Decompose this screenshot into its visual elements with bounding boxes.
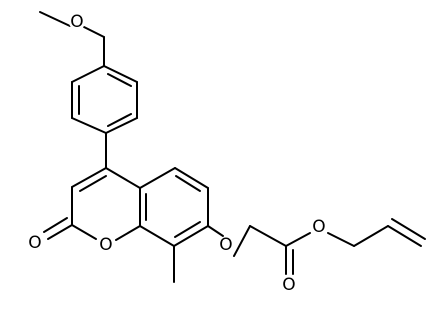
bond-c4a-c5 (139, 167, 176, 189)
bond-c2-o1 (71, 224, 97, 240)
bond-phenyl-inner-2 (107, 113, 132, 127)
atom-ester-carbonyl-o-label: O (282, 275, 295, 295)
bond-allyl-ch2-ch (353, 225, 389, 247)
bond-o-aryl (83, 26, 105, 38)
atom-carbonyl-o-label: O (28, 233, 41, 253)
atom-ether-o-label: O (219, 235, 232, 255)
atom-labels: O O O O O O (27, 12, 327, 295)
atom-methoxy-o-label: O (70, 12, 83, 32)
bond-c4-c3-inner (79, 175, 107, 192)
bond-c5-c6 (174, 167, 209, 189)
bond-phenyl-4 (105, 117, 138, 134)
bond-phenyl-inner-1 (107, 73, 132, 87)
bond-c4a-c4 (105, 167, 141, 189)
bond-o-allyl-ch2 (327, 232, 355, 247)
bond-c2-carbonyl-2 (43, 217, 68, 233)
atom-ring-o: O (98, 235, 114, 255)
bond-phenyl-2 (103, 65, 138, 83)
bonds (39, 11, 426, 283)
atom-ring-o-label: O (99, 235, 112, 255)
bond-c7-c8 (173, 225, 209, 247)
atom-carbonyl-o: O (27, 233, 43, 253)
bond-o-ch2 (233, 225, 251, 257)
bond-ch2-cester (249, 225, 287, 247)
bond-o1-c8a (115, 225, 141, 241)
bond-c5-c6-inner (175, 175, 201, 192)
bond-phenyl-7 (71, 65, 105, 83)
atom-ester-o: O (311, 217, 327, 237)
bond-c2-carbonyl-1 (47, 224, 73, 240)
bond-cester-o (285, 232, 311, 247)
bond-methyl-o (39, 11, 71, 27)
bond-c7-o (207, 225, 224, 237)
bond-phenyl-5 (71, 117, 107, 134)
bond-c4-c3 (71, 167, 107, 188)
atom-ether-o: O (218, 235, 234, 255)
bond-allyl-ch-ch2-1 (387, 225, 422, 247)
atom-ester-carbonyl-o: O (281, 275, 297, 295)
bond-allyl-ch-ch2-2 (391, 218, 426, 240)
atom-ester-o-label: O (312, 217, 325, 237)
atom-methoxy-o: O (69, 12, 85, 32)
bond-c7-c8-inner (174, 221, 201, 238)
bond-c8-c8a (139, 225, 175, 247)
